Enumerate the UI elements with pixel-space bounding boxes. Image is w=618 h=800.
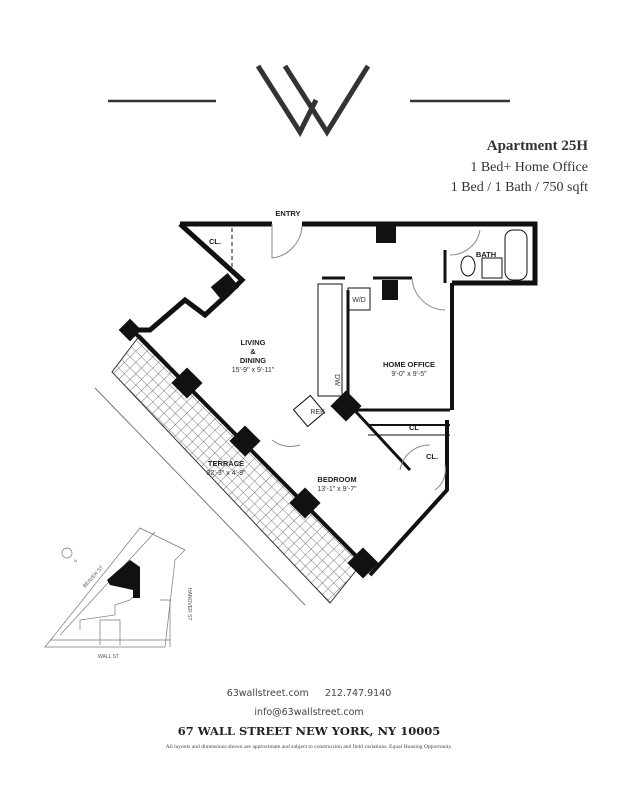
label-wd: W/D <box>352 297 366 304</box>
label-bath: BATH <box>476 250 496 259</box>
label-bedroom-closet: CL. <box>426 452 438 461</box>
logo-mark <box>108 64 510 138</box>
north-label: N <box>74 558 77 563</box>
address: 67 WALL STREET NEW YORK, NY 10005 <box>177 724 441 738</box>
terrace-dimensions: 32'-3" x 4'-9" <box>206 470 246 477</box>
website-link[interactable]: 63wallstreet.com <box>226 688 309 699</box>
label-bedroom: BEDROOM <box>317 475 356 484</box>
key-plan: N BEAVER ST HANOVER ST WALL ST <box>44 527 192 660</box>
apartment-summary: 1 Bed / 1 Bath / 750 sqft <box>450 180 588 195</box>
label-living: LIVING <box>240 338 265 347</box>
north-arrow-icon <box>61 547 73 559</box>
street-wall: WALL ST <box>98 654 119 660</box>
floor-plan: ENTRY CL. BATH LIVING & DINING HOME OFFI… <box>94 209 538 606</box>
label-living-amp: & <box>250 347 256 356</box>
label-ref: REF. <box>310 409 325 416</box>
unit-highlight <box>107 560 140 598</box>
apartment-title: Apartment 25H <box>486 138 588 154</box>
street-hanover: HANOVER ST <box>186 588 192 621</box>
label-dw: DW <box>333 374 340 386</box>
logo <box>0 0 618 140</box>
label-office-closet: CL <box>409 423 419 432</box>
apartment-type: 1 Bed+ Home Office <box>470 160 588 175</box>
living-dimensions: 15'-9" x 9'-11" <box>232 367 275 374</box>
bedroom-dimensions: 13'-1" x 9'-7" <box>317 486 357 493</box>
phone-number: 212.747.9140 <box>324 688 392 699</box>
label-closet: CL. <box>209 237 221 246</box>
street-beaver: BEAVER ST <box>82 565 105 590</box>
office-dimensions: 9'-0" x 9'-5" <box>391 371 427 378</box>
label-office: HOME OFFICE <box>383 360 435 369</box>
email-link[interactable]: info@63wallstreet.com <box>254 707 364 718</box>
label-dining: DINING <box>240 356 266 365</box>
label-entry: ENTRY <box>275 209 300 218</box>
label-terrace: TERRACE <box>208 459 244 468</box>
contact-line: 63wallstreet.com 212.747.9140 <box>0 688 618 699</box>
disclaimer: All layouts and dimensions shown are app… <box>165 744 453 750</box>
